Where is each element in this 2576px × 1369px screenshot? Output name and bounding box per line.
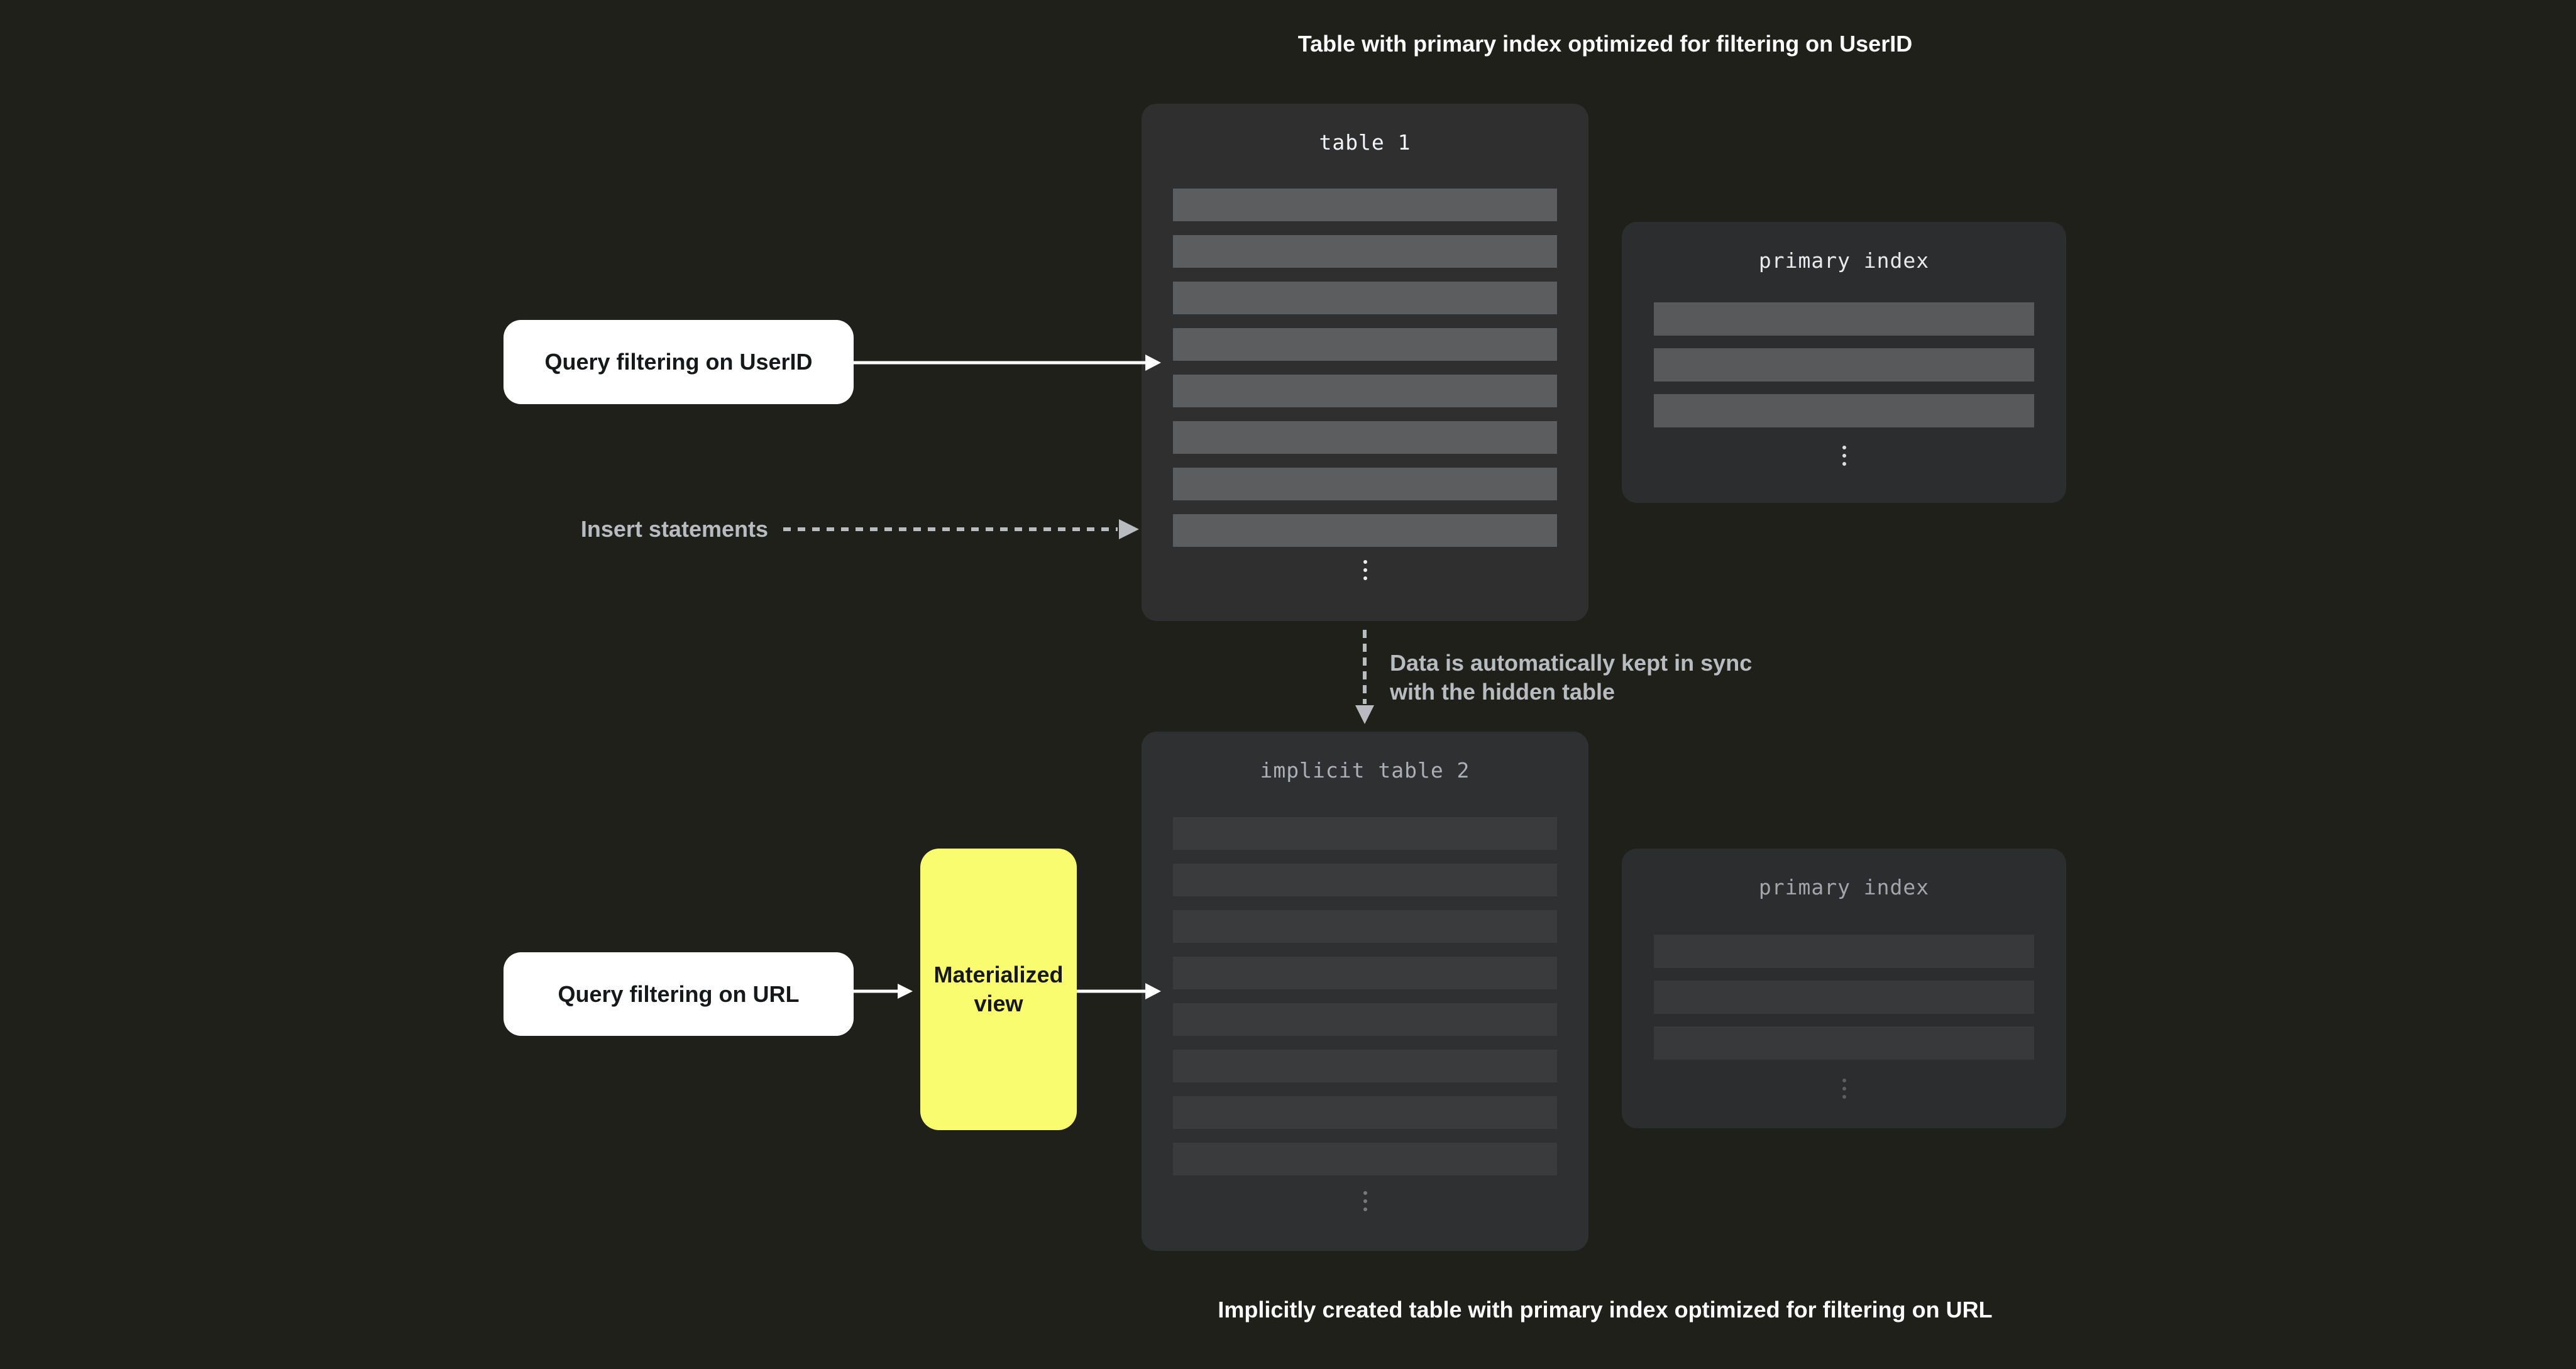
table-row <box>1173 910 1557 943</box>
arrow-query-userid <box>854 355 1161 371</box>
primary-index-bottom-panel: primary index <box>1622 849 2066 1128</box>
table-row <box>1173 957 1557 989</box>
arrow-query-url <box>854 984 913 999</box>
table1-rows <box>1173 189 1557 547</box>
primary-index-top-bars <box>1654 302 2034 427</box>
table-row <box>1173 514 1557 547</box>
table2-panel: implicit table 2 <box>1142 732 1588 1251</box>
sync-note-label: Data is automatically kept in sync with … <box>1390 650 1753 705</box>
arrow-sync <box>1355 630 1374 724</box>
ellipsis-icon <box>1842 1079 1846 1099</box>
query-filtering-url-node: Query filtering on URL <box>504 952 854 1036</box>
arrow-materialized-view <box>1077 983 1161 999</box>
table-row <box>1173 282 1557 314</box>
primary-index-bottom-bars <box>1654 935 2034 1060</box>
query-filtering-userid-node: Query filtering on UserID <box>504 320 854 404</box>
table1-title: table 1 <box>1319 130 1411 155</box>
table-row <box>1173 817 1557 850</box>
index-bar <box>1654 302 2034 336</box>
table-row <box>1173 375 1557 407</box>
table-row <box>1173 1050 1557 1082</box>
caption-bottom: Implicitly created table with primary in… <box>1218 1297 1993 1322</box>
primary-index-top-title: primary index <box>1758 248 1930 273</box>
table-row <box>1173 189 1557 221</box>
ellipsis-icon <box>1363 1191 1367 1211</box>
table-row <box>1173 864 1557 896</box>
table-row <box>1173 421 1557 454</box>
index-bar <box>1654 935 2034 968</box>
insert-statements-label: Insert statements <box>580 516 768 542</box>
table2-rows <box>1173 817 1557 1175</box>
primary-index-top-panel: primary index <box>1622 222 2066 503</box>
index-bar <box>1654 1026 2034 1060</box>
table-row <box>1173 468 1557 500</box>
ellipsis-icon <box>1363 560 1367 580</box>
primary-index-bottom-title: primary index <box>1758 875 1930 899</box>
table-row <box>1173 235 1557 268</box>
caption-top: Table with primary index optimized for f… <box>1297 31 1913 57</box>
table-row <box>1173 1003 1557 1036</box>
table-row <box>1173 1096 1557 1129</box>
arrow-insert-statements <box>783 519 1139 539</box>
index-bar <box>1654 348 2034 382</box>
table2-title: implicit table 2 <box>1260 758 1470 783</box>
index-bar <box>1654 394 2034 427</box>
table1-panel: table 1 <box>1142 104 1588 621</box>
index-bar <box>1654 981 2034 1014</box>
table-row <box>1173 1143 1557 1175</box>
materialized-view-node: Materialized view <box>920 849 1077 1130</box>
table-row <box>1173 328 1557 361</box>
ellipsis-icon <box>1842 446 1846 466</box>
